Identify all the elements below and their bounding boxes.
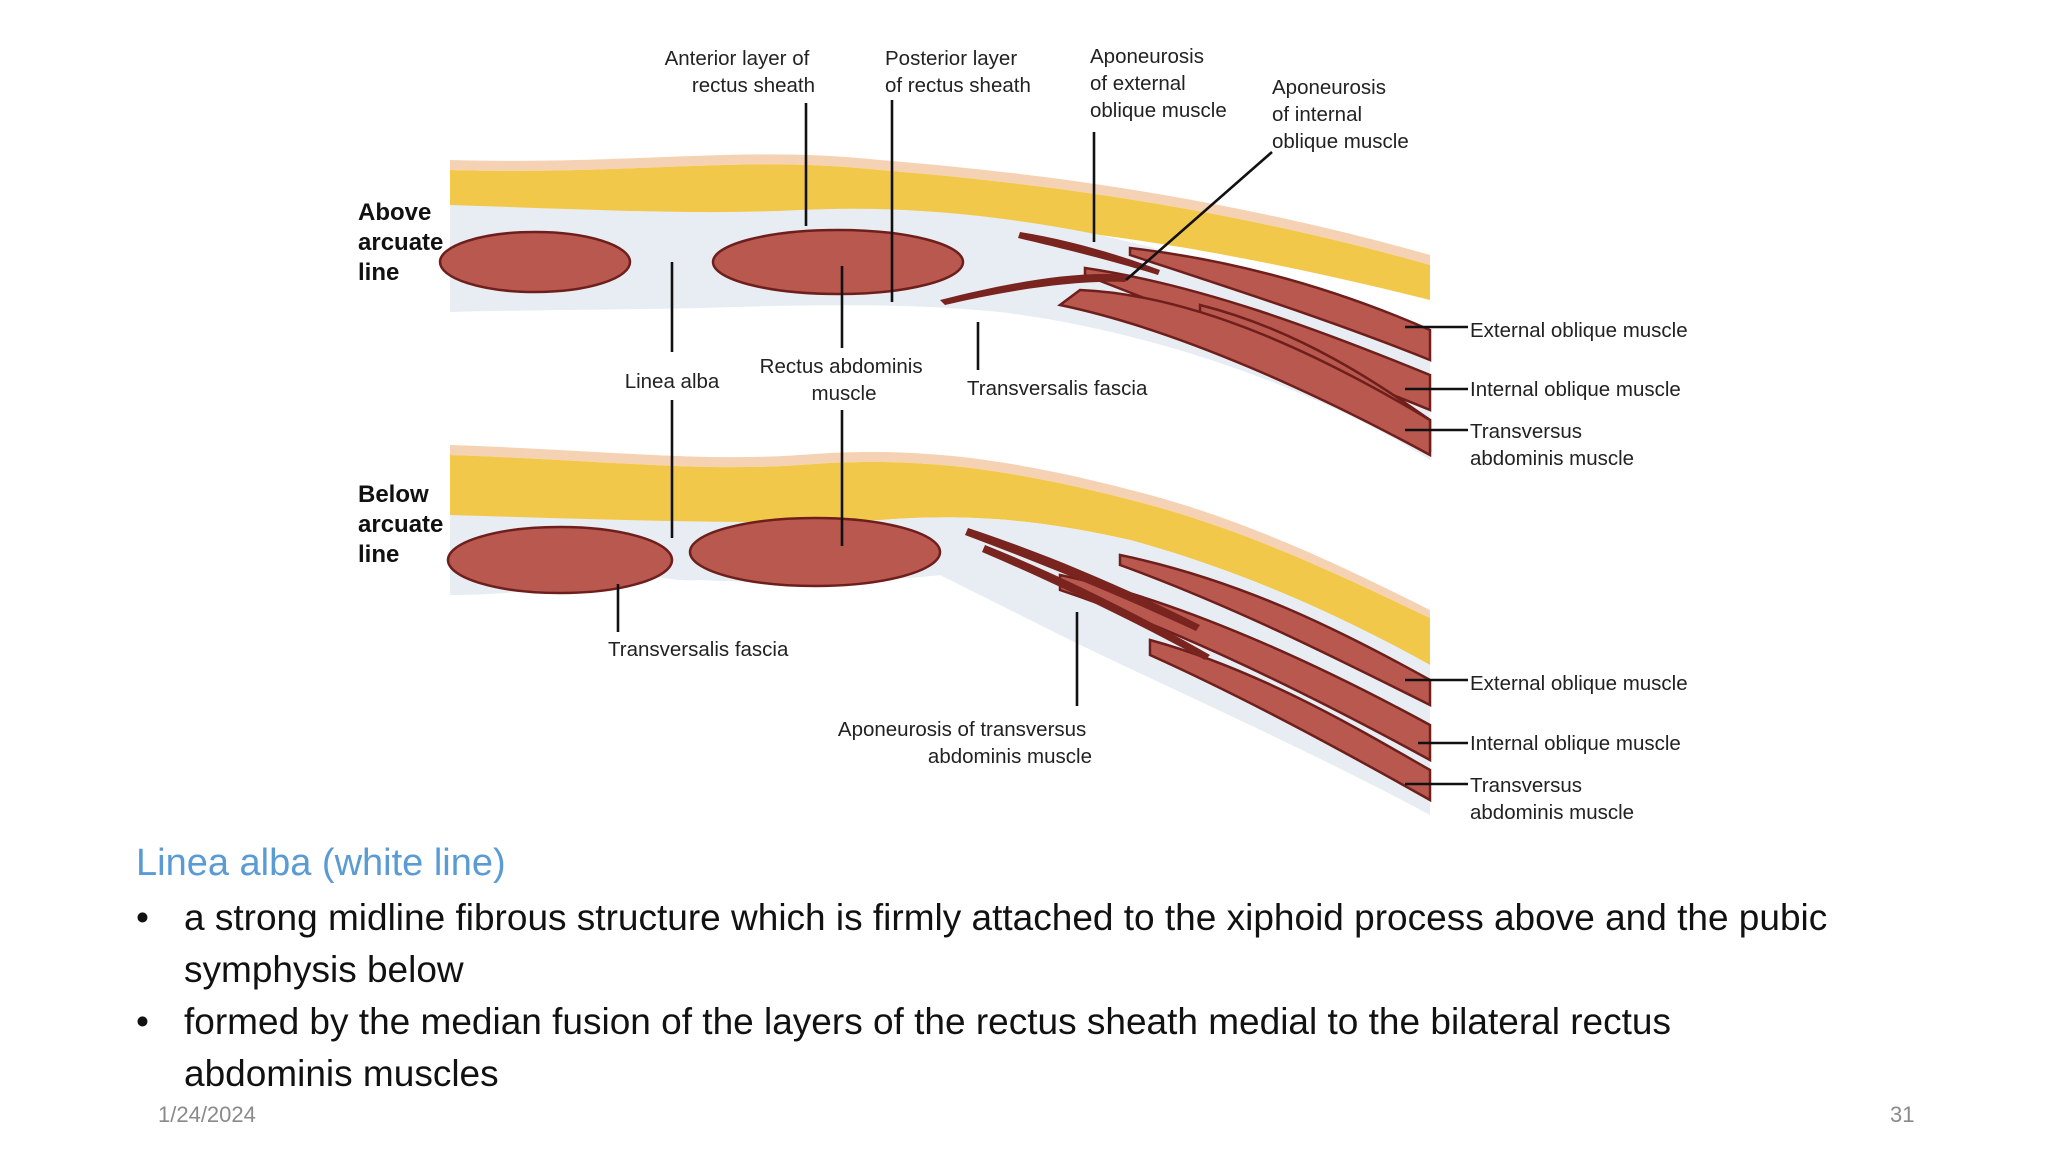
slide-heading: Linea alba (white line) (136, 842, 506, 884)
label-external-oblique-bottom: External oblique muscle (1470, 672, 1688, 695)
rectus-sheath-diagram: Above arcuate line Below arcuate line An… (358, 45, 1688, 824)
bullet-list: • a strong midline fibrous structure whi… (136, 892, 1836, 1100)
rectus-abdominis-left-top (438, 230, 632, 294)
label-posterior-layer: Posterior layer of rectus sheath (885, 47, 1031, 97)
label-apo-transversus: Aponeurosis of transversus abdominis mus… (838, 718, 1092, 768)
label-rectus-abdominis: Rectus abdominis muscle (760, 355, 929, 405)
external-oblique-bottom (1118, 553, 1432, 708)
transversus-bottom (1148, 638, 1432, 803)
subcutaneous-fat-top (450, 164, 1430, 300)
label-apo-external: Aponeurosis of external oblique muscle (1090, 45, 1227, 122)
rectus-abdominis-right-top (711, 228, 965, 296)
bullet-text: a strong midline fibrous structure which… (184, 897, 1828, 990)
label-apo-internal: Aponeurosis of internal oblique muscle (1272, 76, 1409, 153)
leader-lines (616, 100, 1468, 786)
bullet-item: • a strong midline fibrous structure whi… (136, 892, 1836, 996)
label-transversus-top: Transversus abdominis muscle (1470, 420, 1634, 470)
label-external-oblique-top: External oblique muscle (1470, 319, 1688, 342)
below-arcuate-label: Below arcuate line (358, 481, 450, 568)
external-oblique-top (1128, 246, 1432, 362)
above-arcuate-panel (438, 154, 1432, 460)
label-internal-oblique-bottom: Internal oblique muscle (1470, 732, 1681, 755)
rectus-abdominis-right-bottom (688, 516, 942, 588)
footer-date: 1/24/2024 (158, 1102, 256, 1127)
label-internal-oblique-top: Internal oblique muscle (1470, 378, 1681, 401)
above-arcuate-label: Above arcuate line (358, 199, 450, 286)
bullet-dot: • (136, 1001, 149, 1042)
subcutaneous-fat-bottom (450, 455, 1430, 665)
label-transversalis-fascia-bottom: Transversalis fascia (608, 638, 789, 661)
label-anterior-layer: Anterior layer of rectus sheath (665, 47, 815, 97)
bullet-text: formed by the median fusion of the layer… (184, 1001, 1671, 1094)
internal-oblique-bottom (1058, 573, 1432, 763)
label-transversalis-fascia-top: Transversalis fascia (967, 377, 1148, 400)
label-transversus-bottom: Transversus abdominis muscle (1470, 774, 1634, 824)
label-linea-alba: Linea alba (625, 370, 720, 393)
below-arcuate-panel (446, 445, 1432, 815)
bullet-item: • formed by the median fusion of the lay… (136, 996, 1836, 1100)
page-number: 31 (1890, 1102, 1915, 1127)
bullet-dot: • (136, 897, 149, 938)
rectus-abdominis-left-bottom (446, 525, 674, 595)
